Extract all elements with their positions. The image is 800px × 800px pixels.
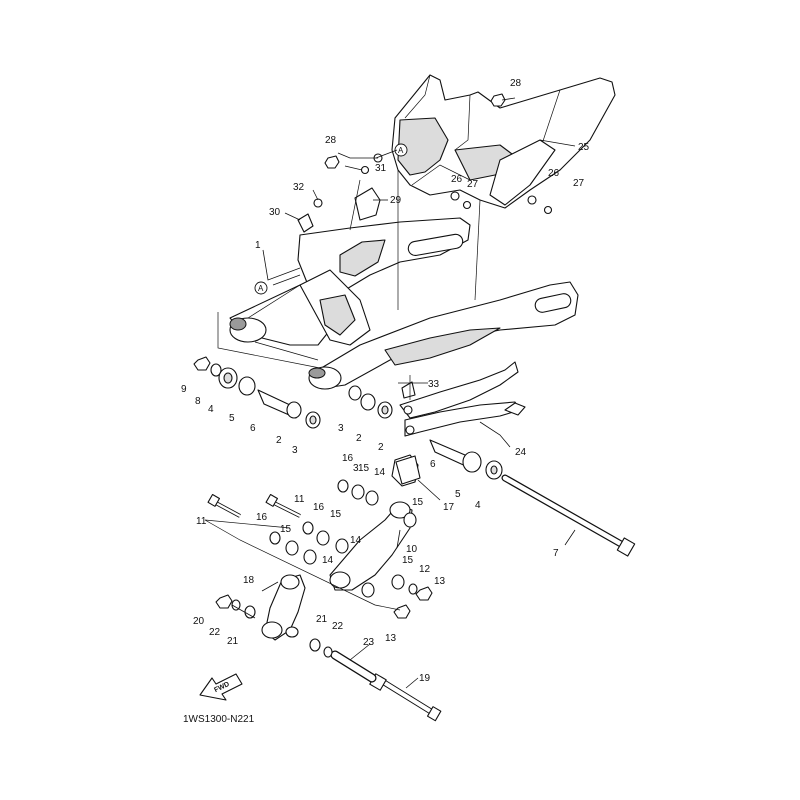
callout-8: 8 [195,396,201,407]
bolt-11-b [265,493,301,518]
fwd-arrow-icon: FWD [199,673,243,701]
relay-arm [329,501,413,591]
callout-15-d: 15 [280,524,292,535]
callout-26-b: 26 [548,168,560,179]
callout-1: 1 [255,240,261,251]
callout-7: 7 [553,548,559,559]
callout-11-a: 11 [196,516,207,527]
callout-19: 19 [419,673,431,684]
collar-23 [330,650,377,683]
callout-27-b: 27 [573,178,585,189]
leader-lines [231,97,576,689]
callout-16-a: 16 [342,453,354,464]
callout-31: 31 [375,163,387,174]
callout-22-a: 22 [209,627,221,638]
callout-2-a: 2 [276,435,282,446]
shaft-19 [369,673,442,722]
callout-22-b: 22 [332,621,344,632]
callout-30: 30 [269,207,281,218]
callout-18: 18 [243,575,255,586]
callout-28-b: 28 [325,135,337,146]
callout-6-a: 6 [250,423,256,434]
callout-3-b: 3 [338,423,344,434]
bolt-11-a [207,493,241,518]
callout-29: 29 [390,195,402,206]
fender-fasteners [297,93,553,485]
callout-13-a: 13 [434,576,446,587]
callout-12: 12 [419,564,431,575]
callout-26-a: 26 [451,174,463,185]
callout-17: 17 [443,502,455,513]
callout-14-a: 14 [374,467,386,478]
callout-5-a: 5 [229,413,235,424]
callout-13-b: 13 [385,633,397,644]
callout-2-c: 2 [378,442,384,453]
callout-16-c: 16 [256,512,268,523]
callout-33: 33 [428,379,440,390]
callout-5-b: 5 [455,489,461,500]
callout-10: 10 [406,544,418,555]
callout-28-a: 28 [510,78,522,89]
callout-20: 20 [193,616,205,627]
callout-2-b: 2 [356,433,362,444]
assembly-guides [204,170,481,611]
svg-text:A: A [258,284,264,293]
callout-24: 24 [515,447,527,458]
chain-guard [399,361,526,437]
callout-27-a: 27 [467,179,479,190]
diagram-code: 1WS1300-N221 [183,714,255,725]
callout-15-b: 15 [412,497,424,508]
callout-6-b: 6 [430,459,436,470]
pivot-shaft-7 [501,474,636,557]
connecting-rod [261,574,306,641]
right-pivot-hardware [348,385,503,480]
callout-16-b: 16 [313,502,325,513]
callout-4-a: 4 [208,404,214,415]
callout-32: 32 [293,182,305,193]
callout-15-e: 15 [402,555,414,566]
swingarm [229,217,579,390]
callout-15-c: 15 [330,509,342,520]
callout-14-b: 14 [350,535,362,546]
callout-23: 23 [363,637,375,648]
callout-9: 9 [181,384,187,395]
reference-mark-a-top: A [394,143,408,157]
callout-15-a: 15 [358,463,370,474]
left-pivot-hardware [193,356,321,429]
callout-11-b: 11 [294,494,305,505]
callout-labels: 1 2 2 2 3 3 3 4 4 5 5 6 6 7 8 9 10 11 11… [181,78,590,684]
reference-mark-a-left: A [254,281,268,295]
callout-25: 25 [578,142,590,153]
callout-21-b: 21 [316,614,328,625]
callout-14-c: 14 [322,555,334,566]
callout-3-a: 3 [292,445,298,456]
callout-21-a: 21 [227,636,239,647]
callout-3-c: 3 [353,463,359,474]
svg-text:A: A [398,146,404,155]
callout-4-b: 4 [475,500,481,511]
